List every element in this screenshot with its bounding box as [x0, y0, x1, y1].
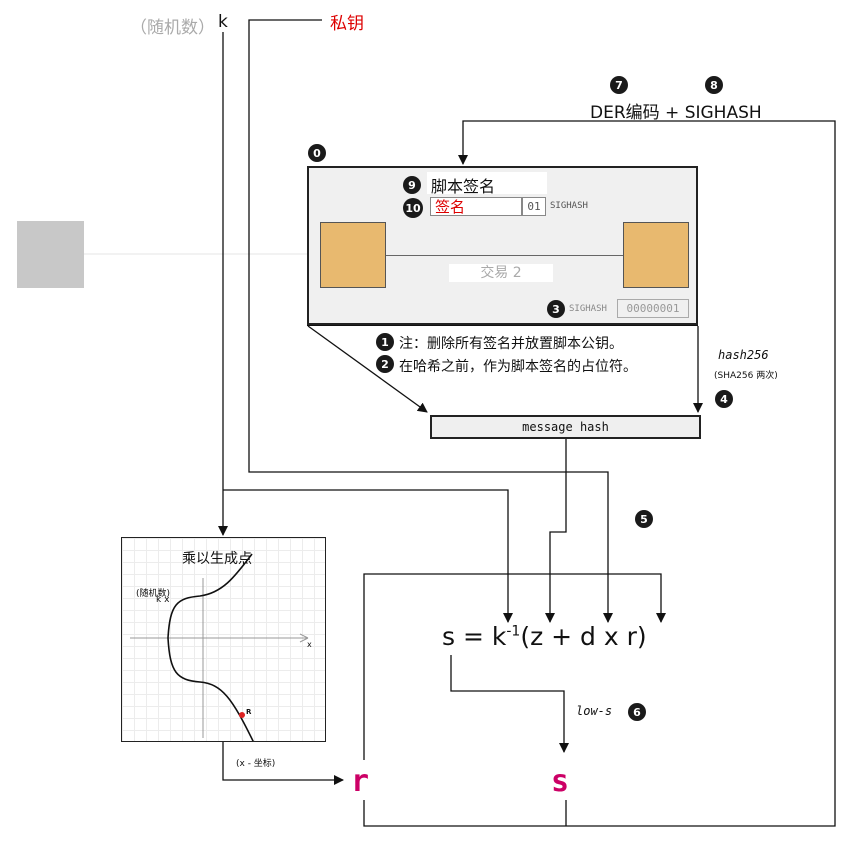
sighash-label: SIGHASH	[569, 304, 607, 314]
point-R-label: R	[246, 708, 252, 716]
sighash-byte-label: SIGHASH	[550, 201, 588, 211]
low-s-label: low-s	[576, 704, 613, 718]
script-sig-field	[427, 172, 547, 194]
signature-formula: s = k-1(z + d x r)	[442, 622, 647, 651]
k-branch-line	[223, 489, 513, 623]
transaction-box: 9 脚本签名 10 签名 01 SIGHASH 交易 2 3 SIGHASH 0…	[307, 166, 698, 325]
note-1: 注：删除所有签名并放置脚本公钥。	[399, 336, 623, 352]
formula-s-part: s = k	[442, 622, 507, 651]
hash256-sublabel: (SHA256 两次)	[714, 371, 778, 381]
message-hash-box: message hash	[430, 415, 701, 439]
x-coordinate-label: (x - 坐标)	[236, 759, 276, 769]
transaction-name: 交易 2	[449, 264, 553, 282]
step-3-badge: 3	[547, 300, 565, 318]
sighash-value: 00000001	[617, 299, 689, 318]
r-to-formula-line	[363, 573, 666, 760]
curve-plot-title: 乘以生成点	[182, 551, 252, 567]
s-label: s	[551, 764, 570, 799]
point-R	[239, 712, 245, 718]
curve-k-annot-2: k x	[156, 595, 170, 605]
curve-plot: 乘以生成点 (随机数) k x x R	[121, 537, 326, 742]
tx-connector	[386, 255, 623, 256]
step-8-badge: 8	[705, 76, 723, 94]
random-number-label: （随机数）	[130, 18, 215, 38]
note-2: 在哈希之前，作为脚本签名的占位符。	[399, 359, 637, 375]
k-label: k	[218, 12, 228, 32]
step-10-badge: 10	[403, 198, 423, 218]
der-encoding-label: DER编码 + SIGHASH	[590, 103, 762, 123]
step-7-badge: 7	[610, 76, 628, 94]
curve-plot-svg	[130, 553, 309, 741]
signature-label: 签名	[435, 198, 466, 216]
step-9-badge: 9	[403, 176, 421, 194]
step-5-badge: 5	[635, 510, 653, 528]
previous-tx-placeholder	[17, 221, 84, 288]
elliptic-curve	[167, 553, 254, 741]
tx-output-box	[623, 222, 689, 288]
script-sig-label: 脚本签名	[431, 177, 496, 196]
step-6-badge: 6	[628, 703, 646, 721]
sighash-byte: 01	[522, 197, 546, 216]
step-2-badge: 2	[376, 355, 394, 373]
private-key-line	[248, 19, 613, 623]
tx-input-box	[320, 222, 386, 288]
x-coordinate-line	[222, 742, 344, 785]
step-0-badge: 0	[308, 144, 326, 162]
curve-x-axis-label: x	[307, 640, 312, 649]
tx-to-hash-left-line	[307, 325, 428, 413]
hash-to-z-line	[545, 438, 567, 623]
step-1-badge: 1	[376, 333, 394, 351]
curve-k-annot-1: (随机数)	[136, 589, 171, 599]
hash256-label: hash256	[718, 348, 769, 362]
formula-to-s-line	[450, 655, 569, 753]
signature-field: 签名	[430, 197, 522, 216]
formula-rest: (z + d x r)	[520, 622, 647, 651]
formula-exponent: -1	[506, 623, 521, 640]
r-label: r	[351, 764, 370, 799]
step-4-badge: 4	[715, 390, 733, 408]
signature-to-encoding-line	[363, 120, 836, 827]
private-key-label: 私钥	[330, 14, 364, 34]
